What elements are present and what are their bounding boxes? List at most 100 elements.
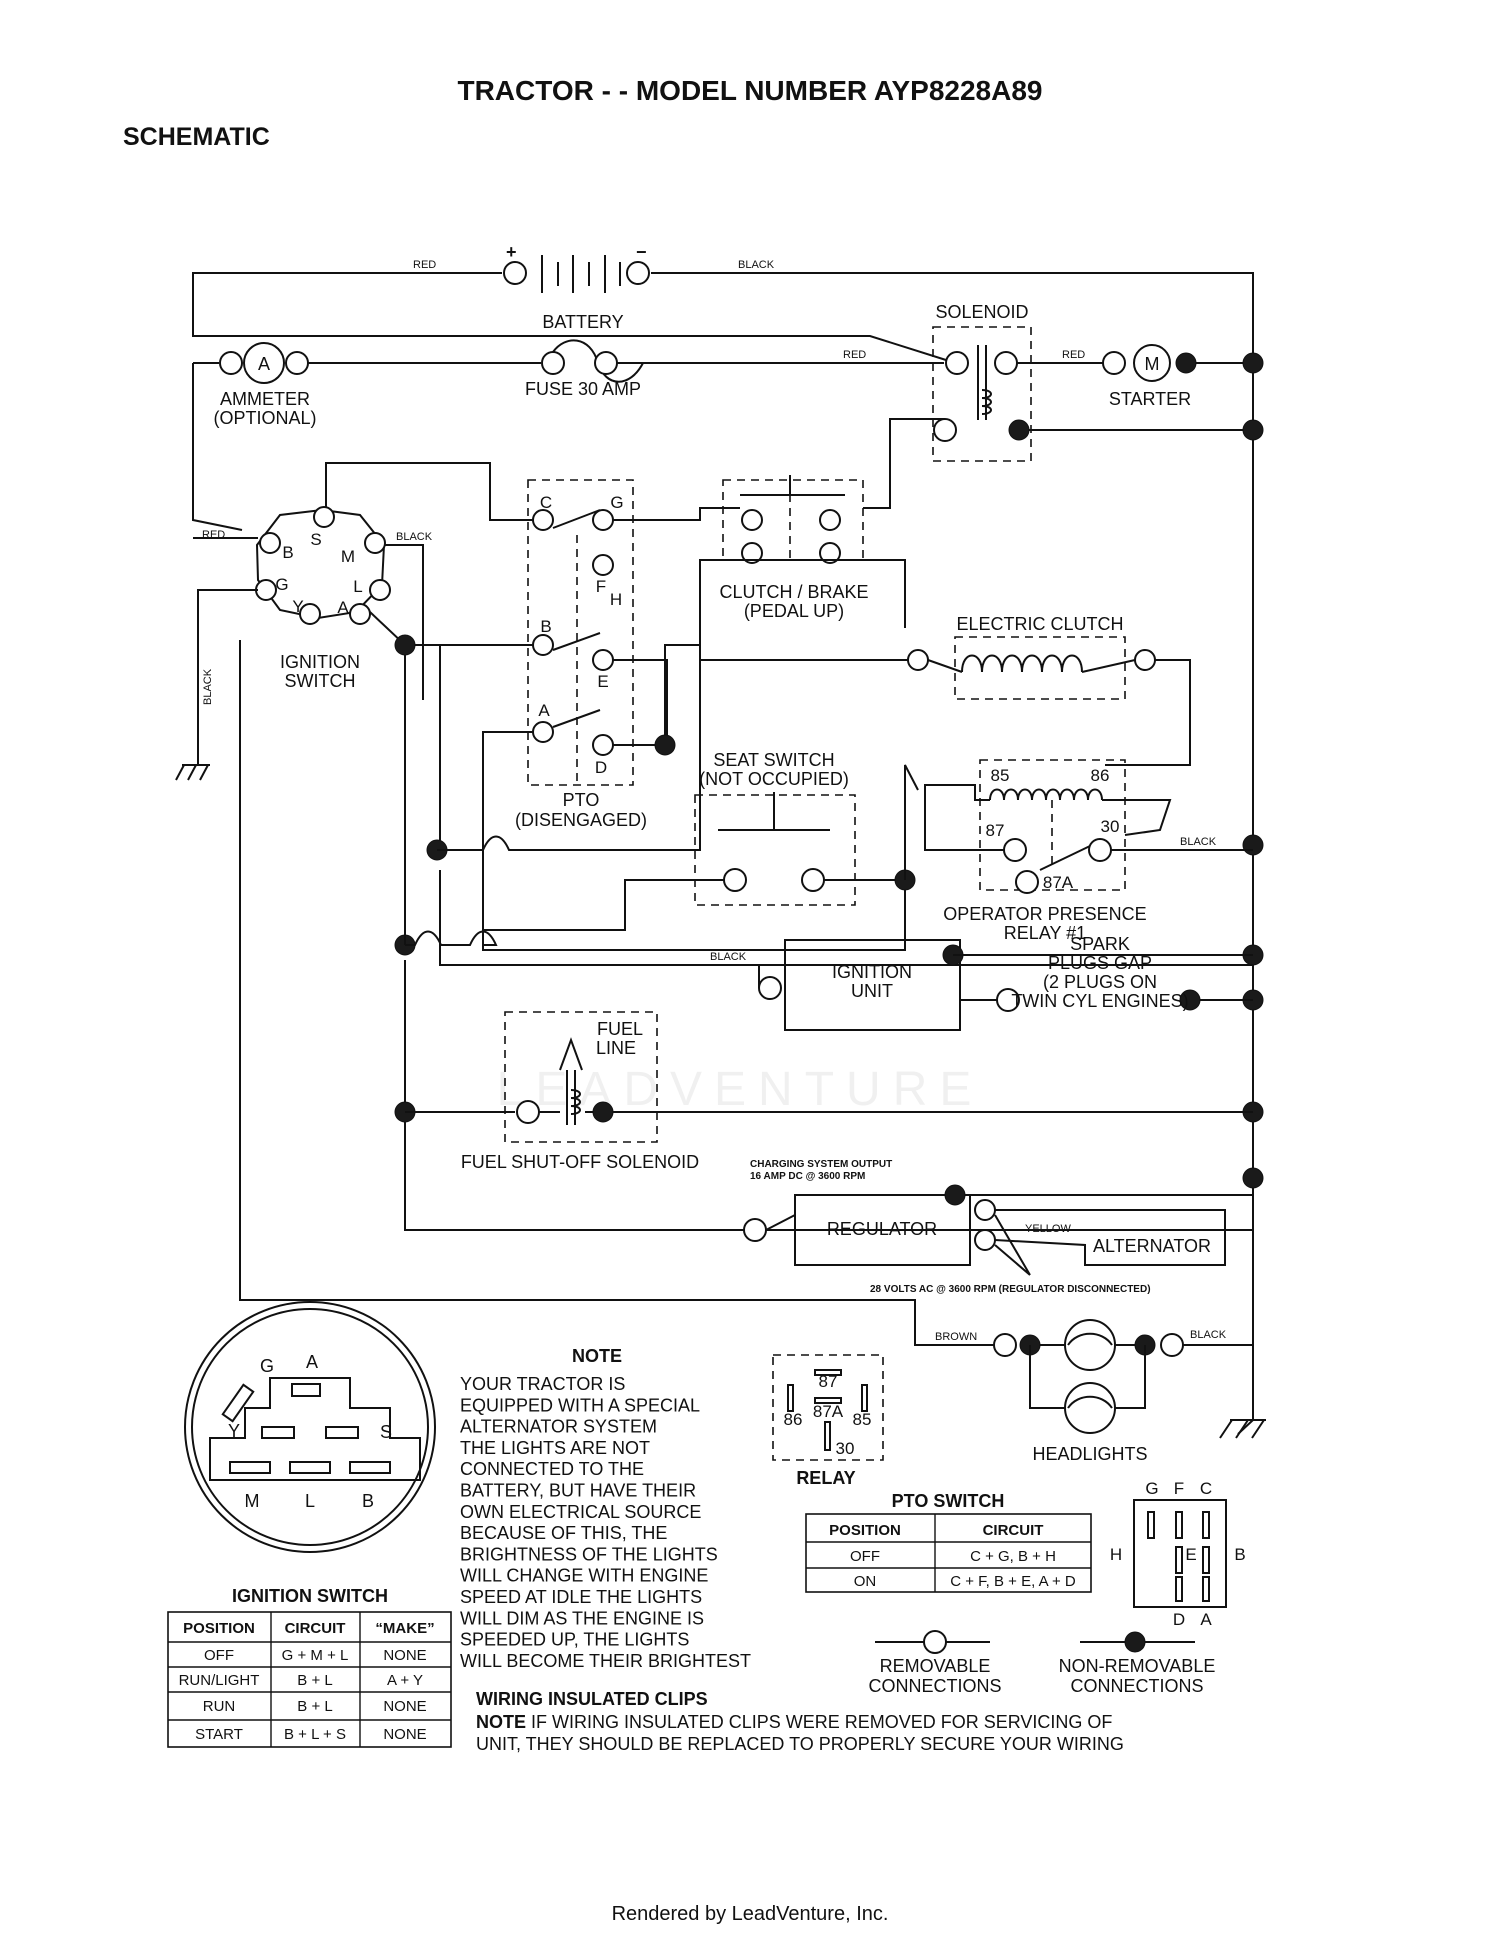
solenoid-label: SOLENOID (935, 302, 1028, 322)
pto-table-cell: C + F, B + E, A + D (950, 1573, 1076, 1590)
connector-letter-g: G (260, 1356, 274, 1376)
relay-pin-87a: 87A (1043, 873, 1074, 892)
pto-table-cell: OFF (850, 1548, 880, 1565)
ignition-table-title: IGNITION SWITCH (232, 1586, 388, 1606)
battery: + − BATTERY RED BLACK (192, 242, 1254, 363)
pto-pin-d: D (1173, 1610, 1185, 1629)
pto-terminal-b: B (540, 617, 551, 636)
fuse-label: FUSE 30 AMP (525, 379, 641, 399)
connector-letter-s: S (380, 1422, 392, 1442)
relay-pin-85: 85 (991, 766, 1010, 785)
ign-terminal-s: S (310, 530, 321, 549)
ign-table-header-position: POSITION (183, 1620, 255, 1637)
ign-table-cell: A + Y (387, 1672, 423, 1689)
pto-terminal-a: A (538, 701, 550, 720)
left-buses (394, 634, 1253, 1231)
note-line: CONNECTED TO THE (460, 1459, 644, 1479)
spark-engines-label: TWIN CYL ENGINES) (1011, 991, 1188, 1011)
pto-pin-e: E (1185, 1545, 1196, 1564)
note-line: THE LIGHTS ARE NOT (460, 1438, 650, 1458)
wire-yellow-alternator: YELLOW (1025, 1223, 1071, 1235)
ign-table-cell: B + L (297, 1672, 332, 1689)
ignition-unit-label-2: UNIT (851, 981, 893, 1001)
solenoid: SOLENOID RED (863, 302, 1103, 509)
wire-black-relay: BLACK (1180, 836, 1217, 848)
relay-pinout-30: 30 (836, 1439, 855, 1458)
pto-terminal-g: G (610, 493, 623, 512)
clips-note-label: NOTE (476, 1712, 526, 1732)
legend-removable-2: CONNECTIONS (868, 1676, 1001, 1696)
headlights-label: HEADLIGHTS (1032, 1444, 1147, 1464)
pto-label: PTO (563, 790, 600, 810)
note-title: NOTE (572, 1346, 622, 1366)
relay-pinout-87a: 87A (813, 1402, 844, 1421)
relay-pinout-85: 85 (853, 1410, 872, 1429)
ign-table-cell: NONE (383, 1647, 426, 1664)
note-line: EQUIPPED WITH A SPECIAL (460, 1395, 700, 1415)
fuel-line-label-2: LINE (596, 1038, 636, 1058)
watermark-text: LEADVENTURE (497, 1063, 984, 1116)
connector-letter-m: M (245, 1491, 260, 1511)
ammeter-label: AMMETER (220, 389, 310, 409)
note-line: WILL BECOME THEIR BRIGHTEST (460, 1651, 751, 1671)
ammeter-fuse-line: A AMMETER (OPTIONAL) FUSE 30 AMP RED (192, 339, 944, 531)
pto-pin-h: H (1110, 1545, 1122, 1564)
pto-terminal-h: H (610, 590, 622, 609)
pto-pin-f: F (1174, 1479, 1184, 1498)
ign-table-header-make: “MAKE” (375, 1620, 434, 1637)
note-line: WILL CHANGE WITH ENGINE (460, 1566, 708, 1586)
clips-line-2: UNIT, THEY SHOULD BE REPLACED TO PROPERL… (476, 1734, 1124, 1754)
fuel-solenoid-label: FUEL SHUT-OFF SOLENOID (461, 1152, 699, 1172)
wire-red-fuse: RED (843, 349, 866, 361)
ammeter-optional-label: (OPTIONAL) (213, 408, 316, 428)
wire-black-battery: BLACK (738, 259, 775, 271)
battery-label: BATTERY (542, 312, 623, 332)
wire-black-ign: BLACK (396, 531, 433, 543)
spark-label: SPARK (1070, 934, 1130, 954)
pto-terminal-c: C (540, 493, 552, 512)
ign-terminal-y: Y (292, 597, 303, 616)
ign-table-header-circuit: CIRCUIT (285, 1620, 346, 1637)
pto-table-title: PTO SWITCH (892, 1491, 1005, 1511)
ignition-connector-face: G A Y S M L B (184, 1301, 436, 1553)
pto-terminal-d: D (595, 758, 607, 777)
regulator-alternator: REGULATOR ALTERNATOR YELLOW CHARGING SYS… (743, 1159, 1253, 1295)
ign-table-cell: START (195, 1726, 243, 1743)
ign-table-cell: RUN (203, 1698, 236, 1715)
pto-switch-table: PTO SWITCH POSITION CIRCUIT OFF C + G, B… (805, 1491, 1092, 1593)
clutch-brake-label: CLUTCH / BRAKE (719, 582, 868, 602)
pto-pin-g: G (1145, 1479, 1158, 1498)
spark-plugs-label: (2 PLUGS ON (1043, 972, 1157, 992)
ign-terminal-g: G (275, 575, 288, 594)
electric-clutch-label: ELECTRIC CLUTCH (956, 614, 1123, 634)
ign-terminal-a: A (337, 598, 349, 617)
note-line: WILL DIM AS THE ENGINE IS (460, 1608, 704, 1628)
relay-label: OPERATOR PRESENCE (943, 904, 1146, 924)
pto-disengaged-label: (DISENGAGED) (515, 810, 647, 830)
relay-pinout-86: 86 (784, 1410, 803, 1429)
alternator-ac-note: 28 VOLTS AC @ 3600 RPM (REGULATOR DISCON… (870, 1284, 1151, 1295)
headlights: BROWN BLACK HEADLIGHTS (935, 1319, 1253, 1464)
clutch-brake-pedal-label: (PEDAL UP) (744, 601, 844, 621)
connector-letter-l: L (305, 1491, 315, 1511)
ignition-unit: IGNITION UNIT BLACK SPARK PLUGS GAP (2 P… (440, 934, 1253, 1031)
wire-red-ign: RED (202, 529, 225, 541)
connections-legend: REMOVABLE CONNECTIONS NON-REMOVABLE CONN… (868, 1630, 1215, 1696)
ign-terminal-m: M (341, 547, 355, 566)
ignition-unit-label: IGNITION (832, 962, 912, 982)
note-line: BRIGHTNESS OF THE LIGHTS (460, 1544, 718, 1564)
starter: M STARTER (1029, 344, 1253, 431)
note-line: BATTERY, BUT HAVE THEIR (460, 1481, 696, 1501)
note-line: BECAUSE OF THIS, THE (460, 1523, 667, 1543)
pto-pin-a: A (1200, 1610, 1212, 1629)
legend-non-removable-2: CONNECTIONS (1070, 1676, 1203, 1696)
charging-rating-label: 16 AMP DC @ 3600 RPM (750, 1171, 865, 1182)
ignition-switch: S B M G L Y A IGNITION SWITCH RED BLACK … (175, 462, 1015, 1346)
seat-switch-state-label: (NOT OCCUPIED) (699, 769, 849, 789)
wire-black-ignition-unit: BLACK (710, 951, 747, 963)
regulator-label: REGULATOR (827, 1219, 937, 1239)
ign-table-cell: NONE (383, 1726, 426, 1743)
connector-letter-a: A (306, 1352, 318, 1372)
note-line: YOUR TRACTOR IS (460, 1374, 625, 1394)
